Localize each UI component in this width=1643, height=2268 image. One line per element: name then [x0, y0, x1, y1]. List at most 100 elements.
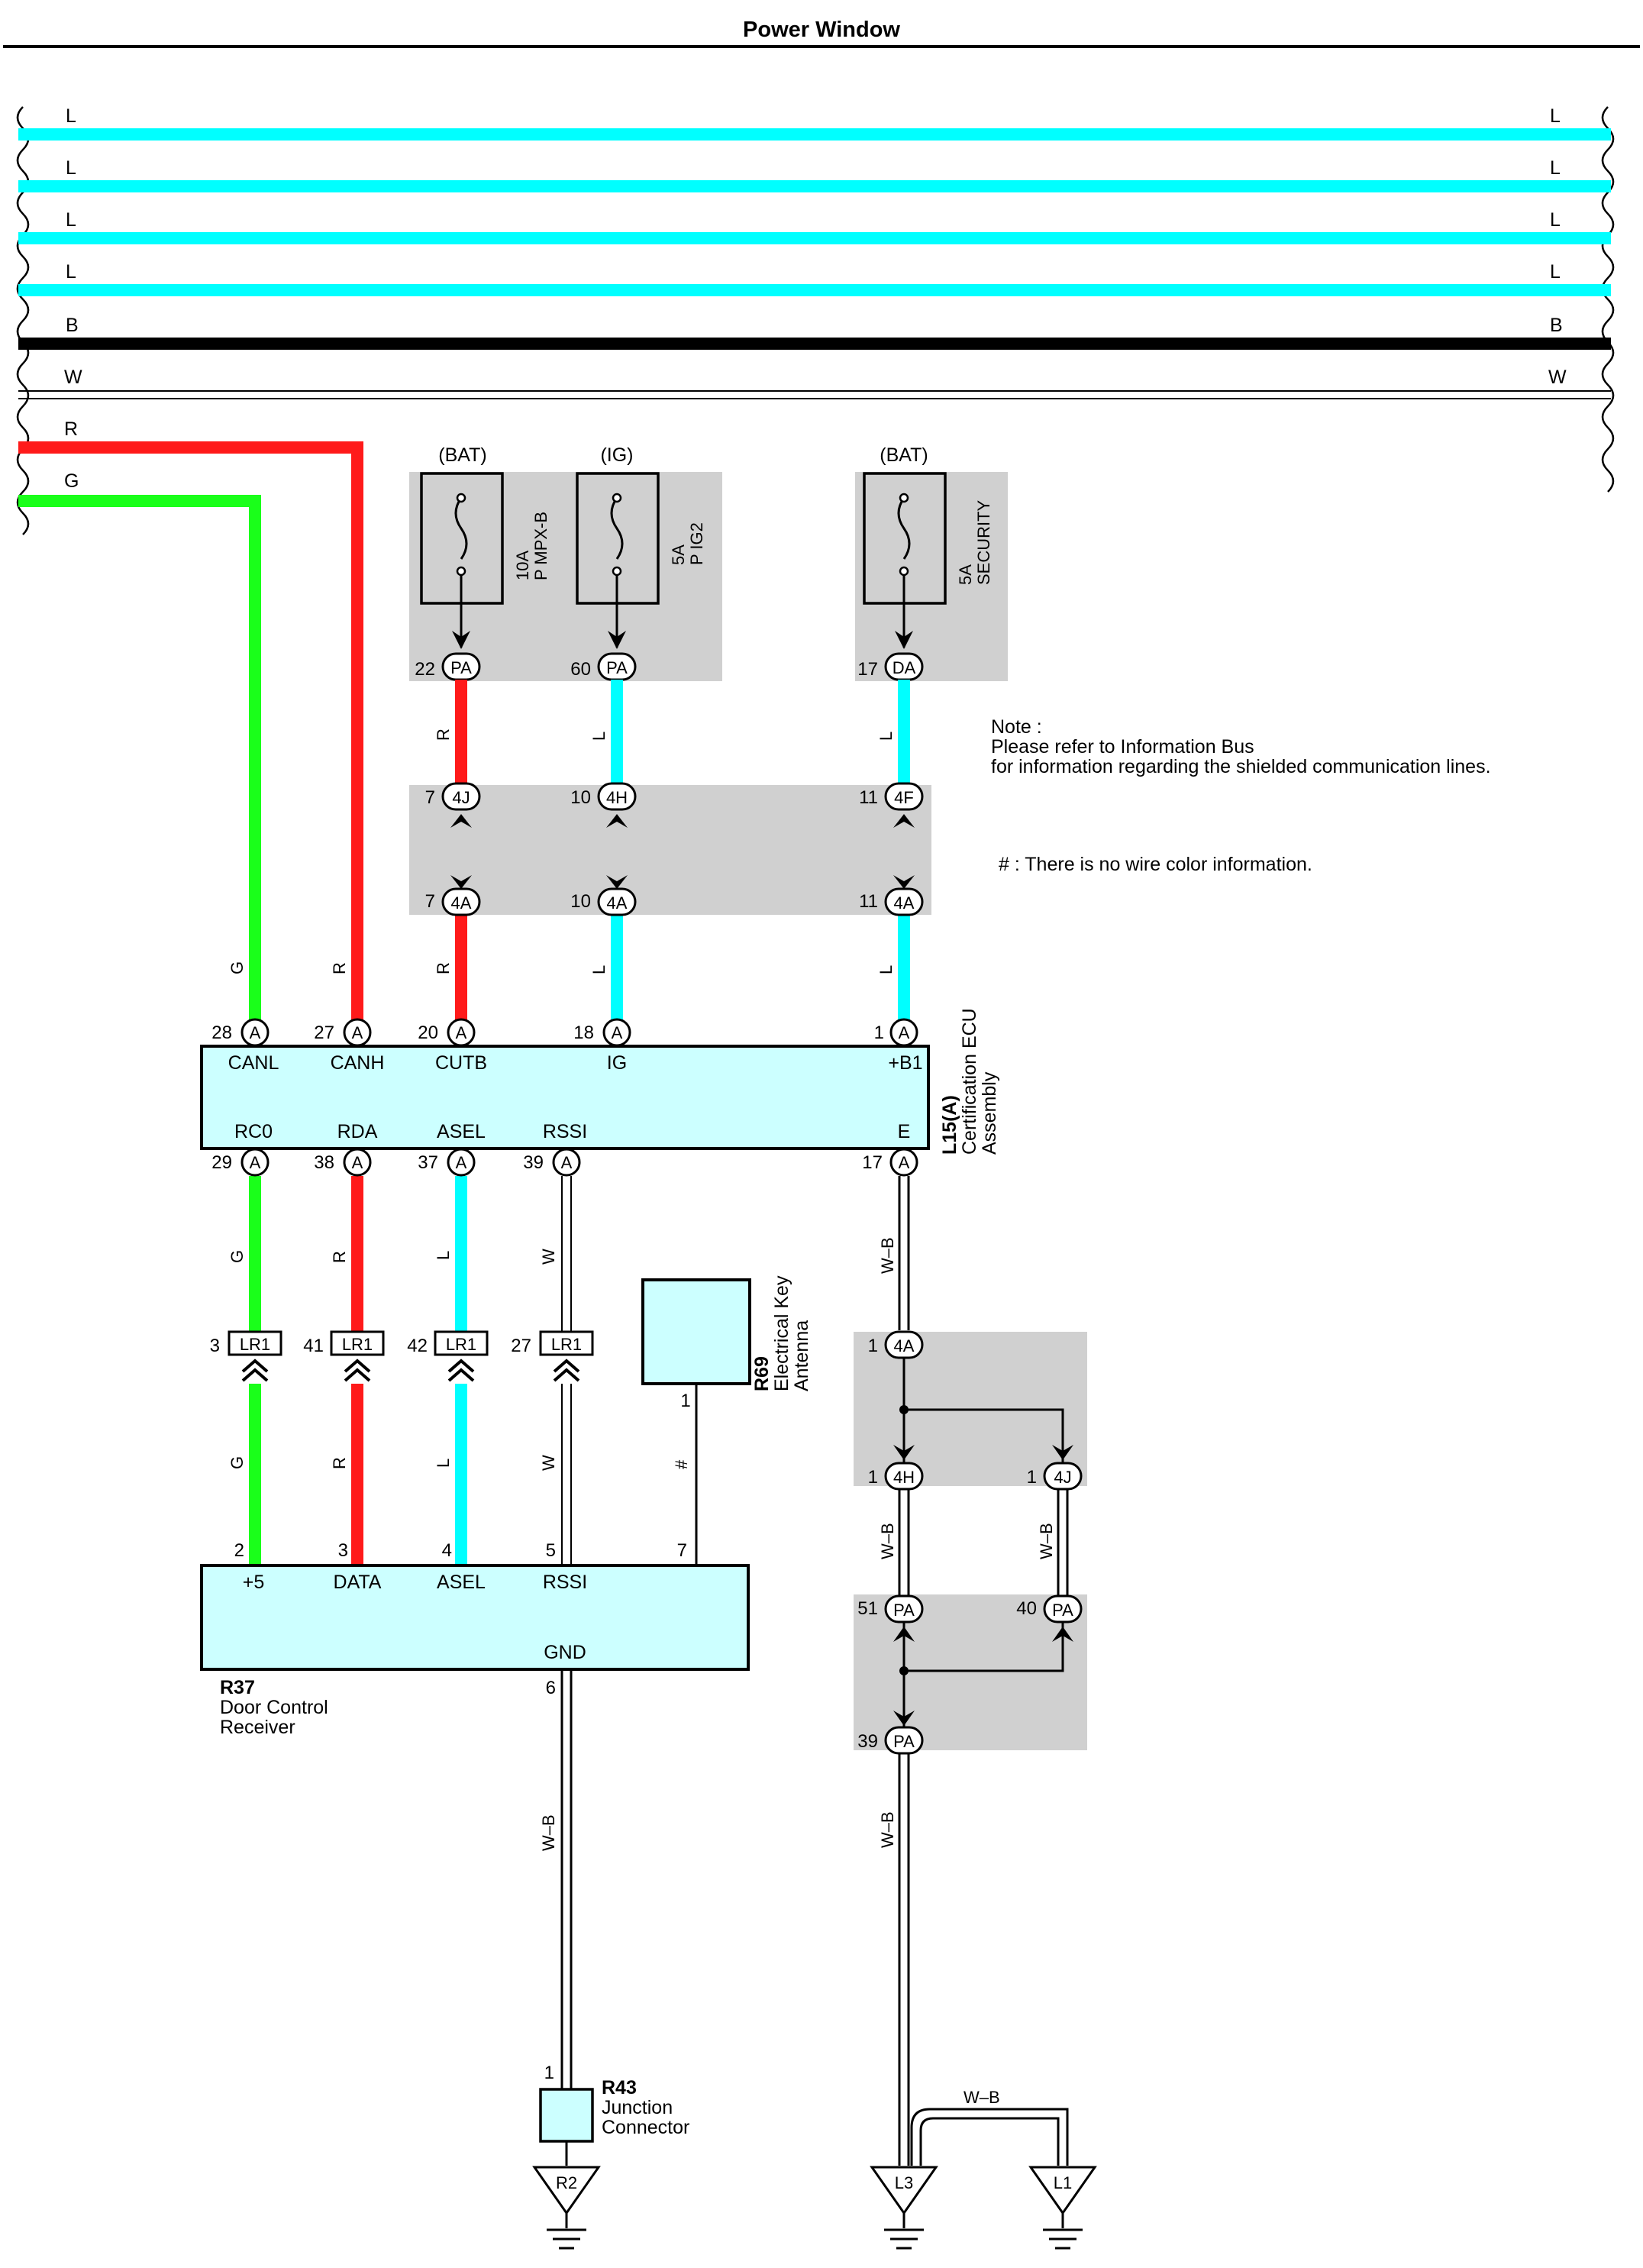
svg-text:L: L [434, 1459, 453, 1468]
wire-label-b1-upper: L [876, 732, 896, 741]
fuse-p-ig2: (IG) 5A P IG2 [576, 444, 706, 649]
svg-text:W: W [539, 1455, 558, 1471]
svg-text:PA: PA [450, 658, 472, 677]
fuse-block-2-shade [855, 472, 1008, 681]
svg-text:7: 7 [425, 891, 435, 912]
note-hash: # : There is no wire color information. [999, 854, 1312, 875]
svg-text:G: G [228, 1456, 247, 1469]
note-line-2: Please refer to Information Bus [991, 736, 1254, 758]
svg-text:G: G [228, 1250, 247, 1263]
antenna-name-2: Antenna [791, 1320, 812, 1391]
svg-text:CUTB: CUTB [435, 1052, 487, 1074]
svg-text:28: 28 [211, 1023, 232, 1043]
svg-text:DA: DA [893, 658, 916, 677]
svg-text:18: 18 [573, 1023, 594, 1043]
svg-text:W–B: W–B [878, 1523, 897, 1559]
ground-wire-l1 [919, 2117, 1060, 2166]
svg-text:CANL: CANL [228, 1052, 279, 1074]
svg-text:1: 1 [544, 2063, 554, 2083]
jc-name-1: Junction [602, 2097, 673, 2118]
bus-label-left-4: L [66, 261, 76, 283]
bus-label-left-5: B [66, 315, 79, 336]
ground-l3-icon: L3 [870, 2166, 938, 2250]
svg-text:W–B: W–B [539, 1814, 558, 1851]
junction-connector: 1 R43 Junction Connector [539, 2063, 689, 2166]
bus-break-left [16, 106, 30, 535]
wire-label-b1-lower: L [876, 965, 896, 974]
ground-r2-icon: R2 [532, 2166, 601, 2250]
page-title: Power Window [743, 18, 900, 42]
svg-text:3: 3 [210, 1336, 220, 1356]
ground-l1-icon: L1 [1028, 2166, 1097, 2250]
bus-label-right-4: L [1550, 261, 1561, 283]
receiver-code: R37 [220, 1677, 255, 1698]
svg-text:LR1: LR1 [240, 1335, 270, 1354]
svg-text:PA: PA [893, 1732, 915, 1751]
antenna-body [641, 1278, 751, 1385]
fuse-2-arrow-icon [608, 631, 626, 649]
svg-text:A: A [456, 1153, 467, 1172]
svg-text:20: 20 [418, 1023, 438, 1043]
svg-text:10: 10 [570, 891, 591, 912]
svg-text:A: A [456, 1023, 467, 1042]
fuse-p-mpx-b: (BAT) 10A P MPX-B [420, 444, 550, 649]
svg-text:W–B: W–B [878, 1237, 897, 1274]
svg-text:41: 41 [303, 1336, 324, 1356]
svg-text:CANH: CANH [331, 1052, 385, 1074]
svg-text:2: 2 [234, 1540, 244, 1561]
fuse-2-element-icon [610, 497, 624, 560]
fuse-3-amp: 5A [956, 564, 975, 585]
svg-text:42: 42 [407, 1336, 428, 1356]
svg-text:A: A [352, 1153, 363, 1172]
canh-wire [18, 441, 363, 1025]
svg-text:11: 11 [859, 891, 878, 912]
receiver-name-1: Door Control [220, 1697, 328, 1718]
junction-block-shade [409, 785, 931, 915]
svg-text:GND: GND [544, 1642, 586, 1663]
lr1-connectors: 3 LR1 41 LR1 42 LR1 27 LR1 [210, 1330, 594, 1382]
svg-text:4H: 4H [606, 788, 628, 807]
svg-text:+5: +5 [243, 1572, 265, 1593]
svg-text:1: 1 [868, 1336, 878, 1356]
wire-label-cutb-lower: R [434, 962, 453, 974]
antenna-name-1: Electrical Key [771, 1275, 792, 1391]
svg-text:E: E [898, 1121, 911, 1142]
fuse-1-arrow-icon [452, 631, 470, 649]
fuse-2-source: (IG) [600, 444, 633, 466]
ecu-bottom-connectors: 29 A 38 A 37 A 39 A 17 A [211, 1148, 918, 1177]
bus-label-left-6: W [64, 367, 82, 388]
antenna-code: R69 [751, 1356, 773, 1391]
door-control-receiver: 2 3 4 5 7 +5 DATA ASEL RSSI GND R37 Door… [200, 1540, 750, 1738]
svg-text:5: 5 [546, 1540, 556, 1561]
svg-text:1: 1 [1027, 1467, 1037, 1488]
fuse-1-source: (BAT) [438, 444, 486, 466]
fuse-3-arrow-icon [895, 631, 913, 649]
svg-text:RSSI: RSSI [543, 1121, 587, 1142]
jc-name-2: Connector [602, 2117, 689, 2138]
note-line-3: for information regarding the shielded c… [991, 756, 1491, 777]
fuse-connectors: 22 PA 60 PA 17 DA [415, 652, 924, 681]
svg-text:RSSI: RSSI [543, 1572, 587, 1593]
svg-text:PA: PA [1052, 1601, 1073, 1620]
fuse-2-amp: 5A [669, 544, 688, 565]
svg-text:A: A [352, 1023, 363, 1042]
junction-connector-body [539, 2088, 594, 2143]
electrical-key-antenna: 1 # R69 Electrical Key Antenna [641, 1275, 812, 1565]
svg-text:27: 27 [511, 1336, 531, 1356]
bus-label-left-2: L [66, 157, 76, 179]
svg-text:40: 40 [1016, 1598, 1037, 1619]
svg-text:L: L [434, 1251, 453, 1260]
svg-text:ASEL: ASEL [437, 1121, 486, 1142]
bus-label-right-5: B [1550, 315, 1563, 336]
svg-text:60: 60 [570, 659, 591, 680]
wire-label-canl: G [228, 961, 247, 974]
fuse-1-amp: 10A [513, 551, 532, 580]
svg-text:A: A [250, 1153, 261, 1172]
svg-text:1: 1 [874, 1023, 884, 1043]
ecu-name-1: Certification ECU [959, 1008, 980, 1155]
svg-text:L3: L3 [895, 2173, 913, 2192]
svg-text:A: A [250, 1023, 261, 1042]
svg-text:R: R [330, 1457, 349, 1469]
svg-text:W: W [539, 1249, 558, 1265]
svg-text:39: 39 [523, 1152, 544, 1173]
